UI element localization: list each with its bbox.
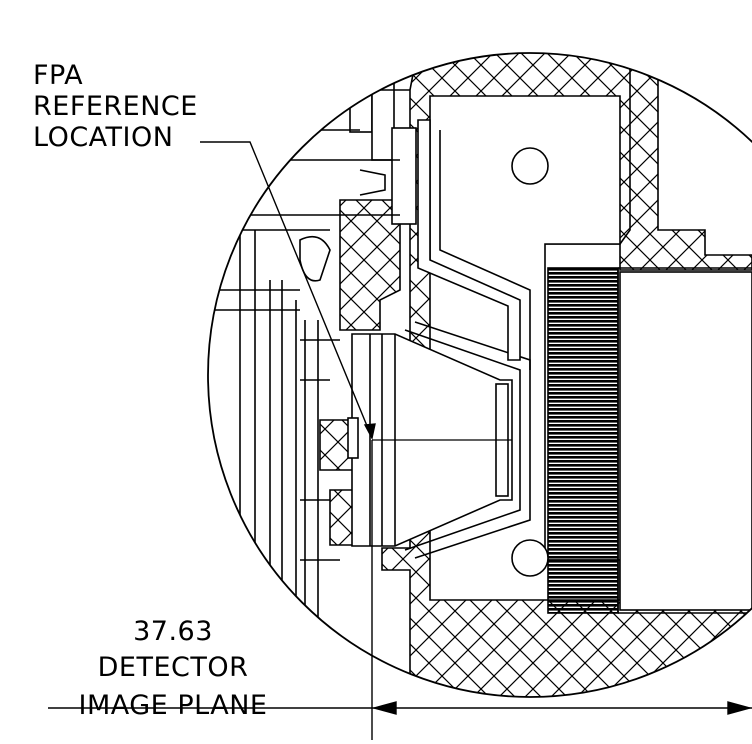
callout-line-2: REFERENCE xyxy=(33,91,198,122)
dimension-value: 37.63 xyxy=(133,616,213,647)
callout-leader xyxy=(200,141,376,441)
mounting-hole-upper xyxy=(511,147,549,185)
callout-line-3: LOCATION xyxy=(33,122,174,153)
mounting-hole-lower xyxy=(511,539,549,577)
callout-line-1: FPA xyxy=(33,60,84,91)
detail-view-contents xyxy=(210,53,752,697)
dimension-graphics xyxy=(48,440,752,740)
dimension-arrow-left xyxy=(371,701,397,715)
detail-circle xyxy=(207,52,752,698)
dimension-label-line-2: IMAGE PLANE xyxy=(78,690,268,721)
dimension-arrow-right xyxy=(727,701,752,715)
dimension-label-line-1: DETECTOR xyxy=(97,652,249,683)
thread-region xyxy=(547,267,619,614)
fpa-reference-callout: FPA REFERENCE LOCATION xyxy=(33,60,198,153)
bracket xyxy=(417,119,521,361)
left-wall-section xyxy=(339,199,401,331)
